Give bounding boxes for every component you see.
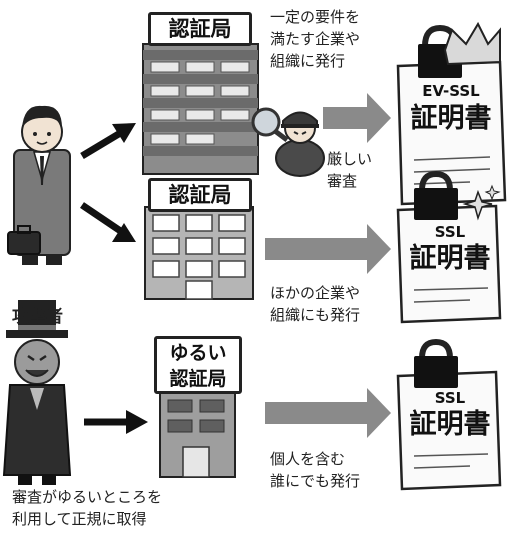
authority-sign-3: ゆるい 認証局 — [154, 336, 242, 394]
ssl-certificate-3 — [396, 338, 502, 491]
authority-sign-1: 認証局 — [148, 12, 252, 46]
authority-sign-3-top: ゆるい — [169, 342, 227, 364]
row3-description: 個人を含む 誰にでも発行 — [270, 450, 361, 490]
ssl-type-label-3: SSL — [434, 389, 466, 407]
ev-ssl-certificate — [396, 21, 507, 206]
ssl-certificate-2 — [396, 170, 502, 324]
ev-ssl-type-label: EV-SSL — [422, 82, 480, 100]
ssl-type-label-2: SSL — [434, 223, 466, 241]
arrow-authority-2-to-ssl-cert — [265, 224, 391, 274]
inspector-figure — [251, 107, 325, 177]
authority-building-2 — [144, 206, 254, 300]
ssl-certificate-title-2: 証明書 — [409, 243, 491, 274]
ssl-certificate-title-3: 証明書 — [409, 409, 491, 440]
arrow-attacker-to-authority-3 — [84, 410, 148, 434]
attacker-label: 攻撃者 — [12, 307, 63, 327]
ev-ssl-certificate-title: 証明書 — [410, 103, 492, 134]
authority-building-3 — [159, 391, 236, 478]
arrow-businessman-to-authority-2 — [80, 202, 136, 242]
inspection-label: 厳しい 審査 — [327, 150, 373, 190]
authority-sign-3-bottom: 認証局 — [169, 368, 227, 390]
authority-building-1 — [142, 43, 259, 175]
attacker-caption: 審査がゆるいところを 利用して正規に取得 — [12, 488, 163, 528]
businessman-figure — [7, 105, 71, 265]
row2-description: ほかの企業や 組織にも発行 — [270, 284, 361, 324]
arrow-authority-3-to-ssl-cert — [265, 388, 391, 438]
arrow-businessman-to-authority-1 — [80, 123, 136, 160]
attacker-figure — [2, 300, 72, 485]
row1-description: 一定の要件を 満たす企業や 組織に発行 — [270, 8, 361, 70]
arrow-authority-1-to-ev-cert — [323, 93, 391, 143]
authority-sign-2: 認証局 — [148, 178, 252, 212]
